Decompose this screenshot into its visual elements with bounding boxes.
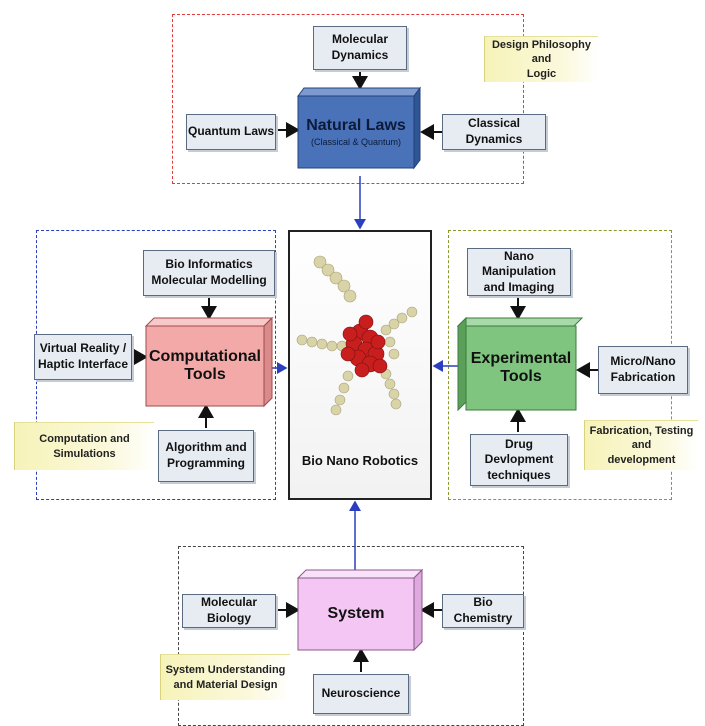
quantum-laws-box: Quantum Laws <box>186 114 276 150</box>
experimental-tools-cube <box>456 316 584 412</box>
computational-tools-cube <box>144 316 274 408</box>
robot-core <box>340 314 388 378</box>
molecular-dynamics-box: Molecular Dynamics <box>313 26 407 70</box>
drug-development-box: Drug Devlopment techniques <box>470 434 568 486</box>
molecular-biology-box: Molecular Biology <box>182 594 276 628</box>
system-cube <box>296 568 424 652</box>
computational-tools-cube-label: Computational Tools <box>146 326 264 406</box>
bio-informatics-box: Bio Informatics Molecular Modelling <box>143 250 275 296</box>
computational-tools-title: Computational Tools <box>149 347 261 383</box>
algorithm-programming-box: Algorithm and Programming <box>158 430 254 482</box>
virtual-reality-box: Virtual Reality / Haptic Interface <box>34 334 132 380</box>
robot-tendrils <box>296 255 418 416</box>
nano-manipulation-box: Nano Manipulation and Imaging <box>467 248 571 296</box>
design-philosophy-note: Design Philosophy and Logic <box>484 36 598 82</box>
experimental-tools-cube-label: Experimental Tools <box>466 326 576 410</box>
computation-simulations-note: Computation and Simulations <box>14 422 154 470</box>
nano-robot-image <box>296 255 418 416</box>
micro-nano-fabrication-box: Micro/Nano Fabrication <box>598 346 688 394</box>
system-understanding-note: System Understanding and Material Design <box>160 654 290 700</box>
natural-laws-title: Natural Laws <box>306 116 406 134</box>
system-title: System <box>327 604 385 622</box>
natural-laws-region <box>172 14 524 184</box>
natural-laws-cube <box>297 86 421 170</box>
natural-laws-cube-label: Natural Laws (Classical & Quantum) <box>298 96 414 168</box>
neuroscience-box: Neuroscience <box>313 674 409 714</box>
bio-nano-robotics-label: Bio Nano Robotics <box>301 453 419 468</box>
bio-nano-robotics-box: Bio Nano Robotics <box>288 230 432 500</box>
classical-dynamics-box: Classical Dynamics <box>442 114 546 150</box>
experimental-tools-title: Experimental Tools <box>470 349 572 385</box>
bio-chemistry-box: Bio Chemistry <box>442 594 524 628</box>
system-cube-label: System <box>298 578 414 650</box>
natural-laws-subtitle: (Classical & Quantum) <box>310 137 402 148</box>
fabrication-testing-note: Fabrication, Testing and development <box>584 420 698 470</box>
